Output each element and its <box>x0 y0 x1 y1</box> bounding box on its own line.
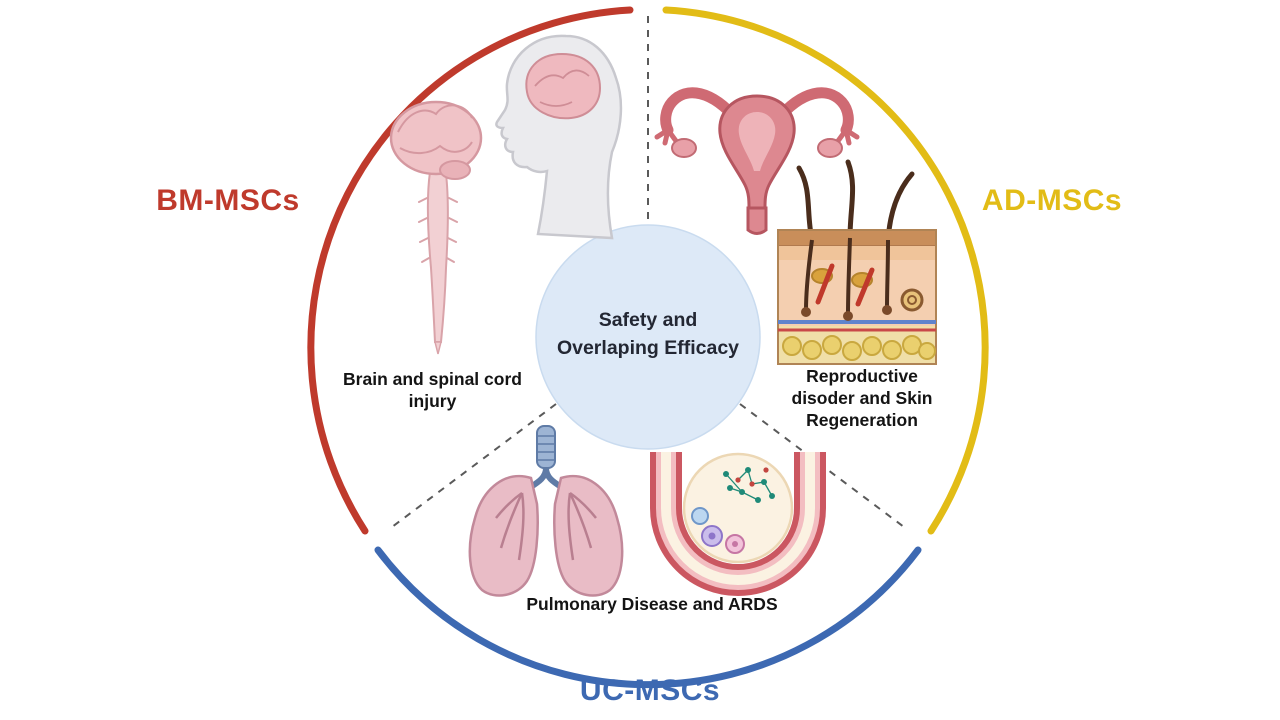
lungs-icon <box>468 425 624 597</box>
sector-label-bm: BM-MSCs <box>156 184 300 217</box>
center-label-line1: Safety and <box>598 309 698 331</box>
blood-vessel-icon <box>650 452 826 596</box>
arc-ad <box>662 6 989 535</box>
caption-ad: Reproductive disoder and Skin Regenerati… <box>791 366 933 430</box>
brain-spinal-cord-icon <box>389 100 483 355</box>
center-label: Safety and Overlaping Efficacy <box>548 306 748 363</box>
caption-bm: Brain and spinal cord injury <box>343 369 522 411</box>
sector-label-ad: AD-MSCs <box>981 184 1123 217</box>
caption-uc: Pulmonary Disease and ARDS <box>526 594 778 614</box>
sector-label-uc: UC-MSCs <box>579 674 721 707</box>
center-label-line2: Overlaping Efficacy <box>556 337 740 360</box>
center-circle <box>535 224 761 450</box>
uterus-icon <box>654 87 860 235</box>
head-profile-brain-icon <box>495 34 623 240</box>
arc-bm <box>307 6 634 535</box>
skin-cross-section-icon <box>777 159 937 365</box>
arc-uc <box>374 546 922 689</box>
